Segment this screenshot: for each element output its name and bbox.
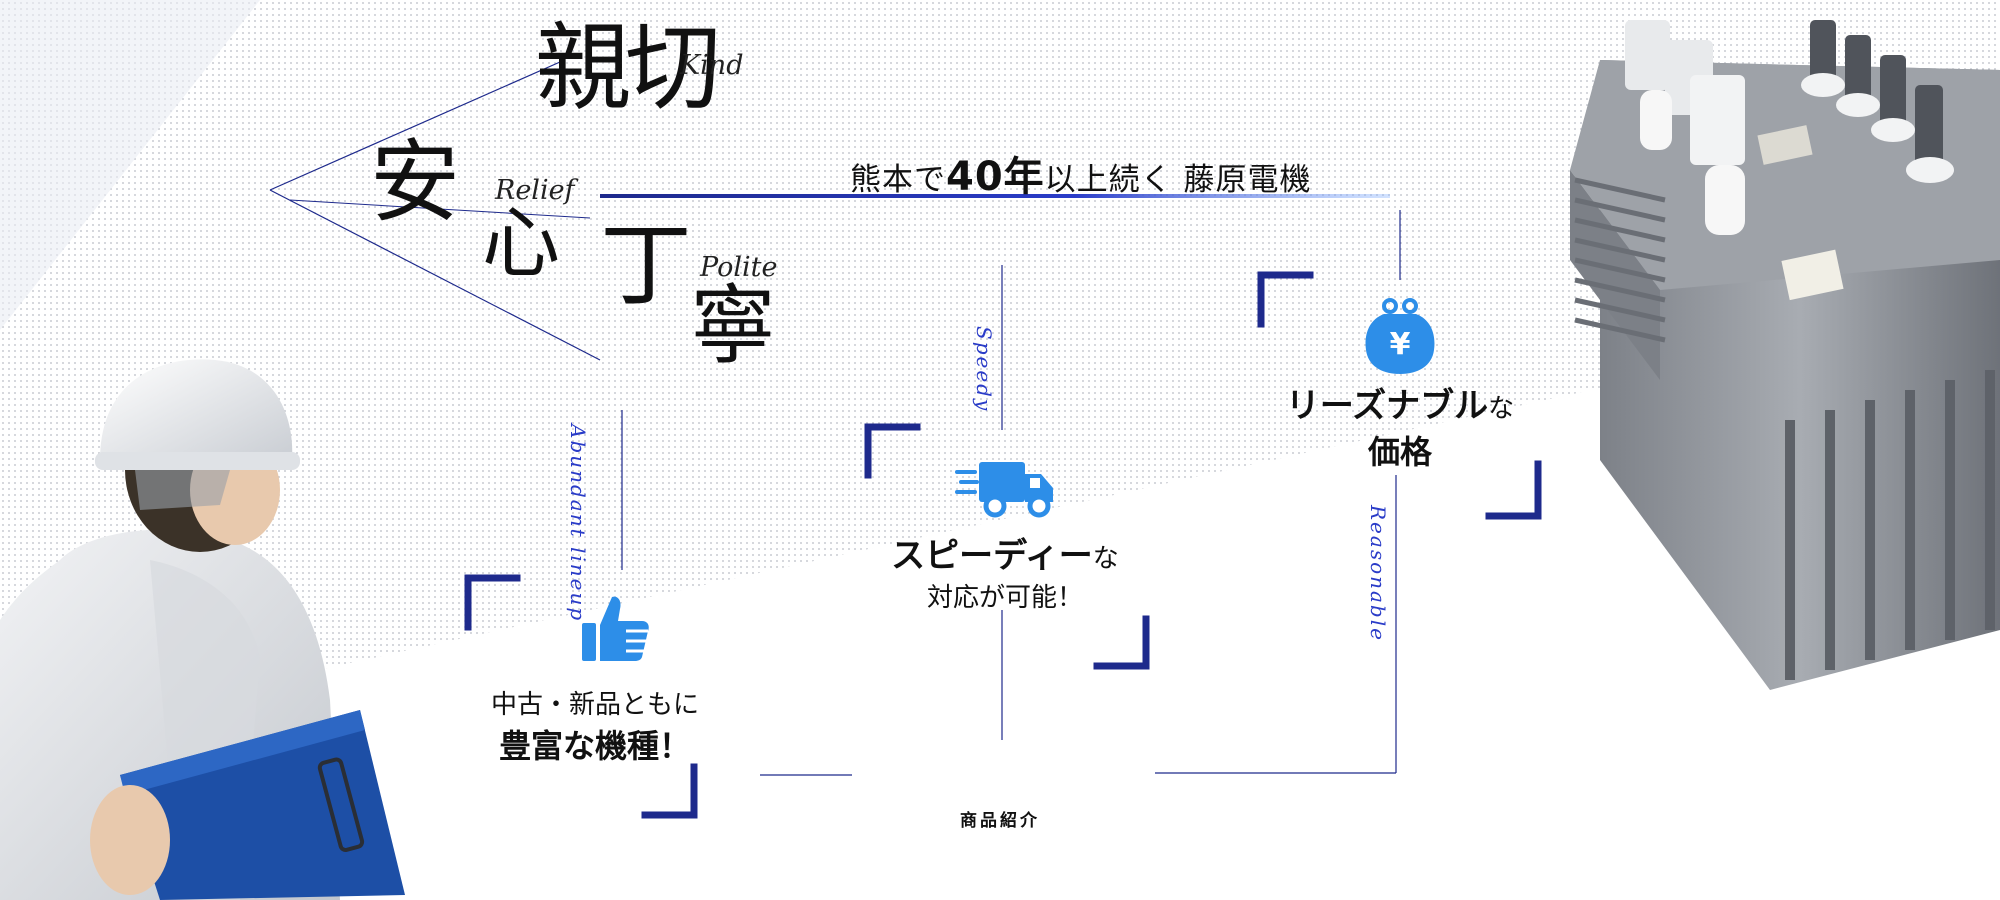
kind-kanji: 親切	[535, 12, 721, 124]
transformer-photo	[1570, 20, 2000, 690]
yen-purse-icon: ¥	[1365, 298, 1435, 374]
reasonable-english-label: Reasonable	[1366, 505, 1390, 642]
dot-pattern-area	[0, 0, 2000, 740]
polite-english-label: Polite	[700, 252, 778, 283]
tagline-prefix: 熊本で	[850, 162, 946, 198]
kind-english-label: Kind	[680, 50, 744, 81]
feature-speedy-line1-bold: スピーディー	[891, 536, 1093, 576]
svg-text:¥: ¥	[1390, 327, 1411, 362]
delivery-truck-icon	[955, 462, 1053, 518]
worker-photo	[0, 359, 405, 900]
feature-speedy-line2: 対応が可能！	[926, 583, 1083, 613]
products-link[interactable]: 商品紹介	[960, 811, 1040, 831]
feature-speedy-line1-rest: な	[1092, 544, 1119, 574]
feature-price-line1-bold: リーズナブル	[1285, 386, 1489, 426]
relief-kanji-2: 心	[482, 199, 561, 289]
company-tagline: 熊本で40年以上続く 藤原電機	[850, 144, 1312, 202]
feature-price-text: リーズナブルな 価格	[1250, 378, 1550, 473]
feature-lineup-line2: 豊富な機種！	[498, 727, 691, 765]
feature-speedy-text: スピーディーな 対応が可能！	[860, 528, 1150, 614]
relief-kanji-1: 安	[370, 130, 460, 235]
corner-brackets	[464, 271, 1542, 819]
polite-kanji-1: 丁	[600, 212, 693, 319]
feature-lineup-text: 中古・新品ともに 豊富な機種！	[470, 684, 720, 767]
feature-lineup-line1: 中古・新品ともに	[490, 690, 699, 720]
feature-price-line2: 価格	[1367, 433, 1432, 471]
speedy-english-label: Speedy	[972, 326, 996, 413]
tagline-underline	[600, 194, 1390, 198]
lineup-english-label: Abundant lineup	[566, 424, 590, 623]
thumbs-up-icon	[582, 596, 649, 661]
decor-line	[269, 189, 601, 361]
tagline-years: 40年	[946, 154, 1045, 200]
relief-english-label: Relief	[495, 175, 575, 206]
tagline-suffix: 以上続く 藤原電機	[1044, 162, 1312, 198]
polite-kanji-2: 寧	[690, 276, 776, 376]
decor-line	[269, 61, 561, 191]
feature-price-line1-rest: な	[1488, 394, 1515, 424]
decor-line	[289, 199, 591, 219]
